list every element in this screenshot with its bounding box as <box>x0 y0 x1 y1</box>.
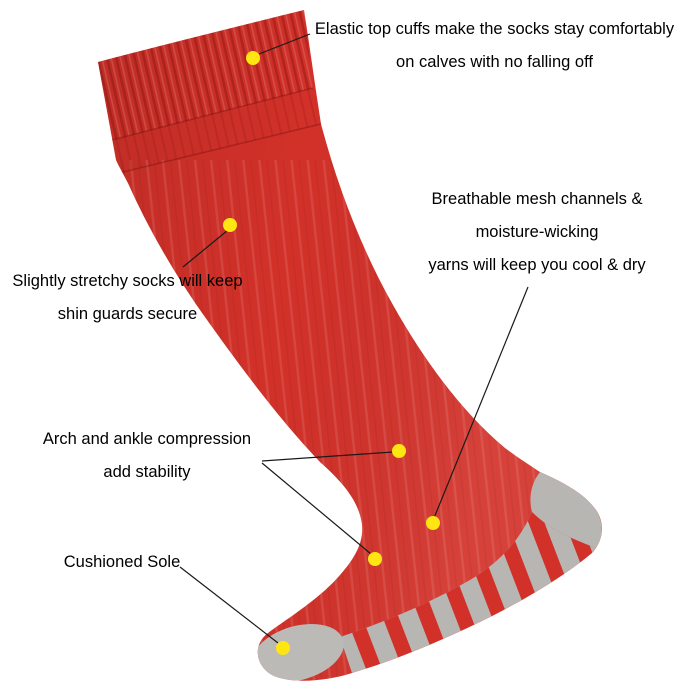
callout-dot-cuff <box>246 51 260 65</box>
callout-line-arch-upper <box>261 451 394 462</box>
annotation-cuff-line-1: Elastic top cuffs make the socks stay co… <box>314 20 675 38</box>
annotation-sole: Cushioned Sole <box>52 546 192 579</box>
annotation-shin-line-2: shin guards secure <box>57 305 198 323</box>
heel-cushion <box>530 472 602 548</box>
callout-line-cuff <box>258 33 311 55</box>
annotation-arch-line-2: add stability <box>103 463 191 481</box>
annotation-mesh-line-1: Breathable mesh channels & <box>431 190 643 208</box>
annotation-mesh: Breathable mesh channels & moisture-wick… <box>398 183 676 282</box>
cuff-seam <box>111 87 314 141</box>
annotation-sole-line-1: Cushioned Sole <box>63 553 181 571</box>
cuff-bottom-seam <box>118 123 322 174</box>
annotation-shin: Slightly stretchy socks will keep shin g… <box>0 265 255 331</box>
sole-tread-stripes <box>340 512 596 673</box>
annotation-mesh-line-3: yarns will keep you cool & dry <box>428 256 646 274</box>
callout-dot-toe <box>276 641 290 655</box>
callout-dot-shin <box>223 218 237 232</box>
annotation-shin-line-1: Slightly stretchy socks will keep <box>12 272 243 290</box>
annotation-cuff: Elastic top cuffs make the socks stay co… <box>310 13 679 79</box>
callout-line-sole <box>179 566 279 644</box>
annotation-arch: Arch and ankle compression add stability <box>18 423 276 489</box>
callout-dot-arch <box>392 444 406 458</box>
callout-dot-ankle <box>368 552 382 566</box>
cuff-band-texture <box>112 88 321 173</box>
annotation-mesh-line-2: moisture-wicking <box>475 223 599 241</box>
callout-line-arch-lower <box>261 462 372 555</box>
toe-cushion <box>252 623 344 681</box>
callout-line-shin <box>182 229 229 268</box>
annotation-arch-line-1: Arch and ankle compression <box>42 430 252 448</box>
callout-dot-mesh <box>426 516 440 530</box>
annotation-cuff-line-2: on calves with no falling off <box>396 53 593 71</box>
cuff-rib-texture <box>98 10 313 140</box>
callout-line-mesh <box>433 286 529 519</box>
